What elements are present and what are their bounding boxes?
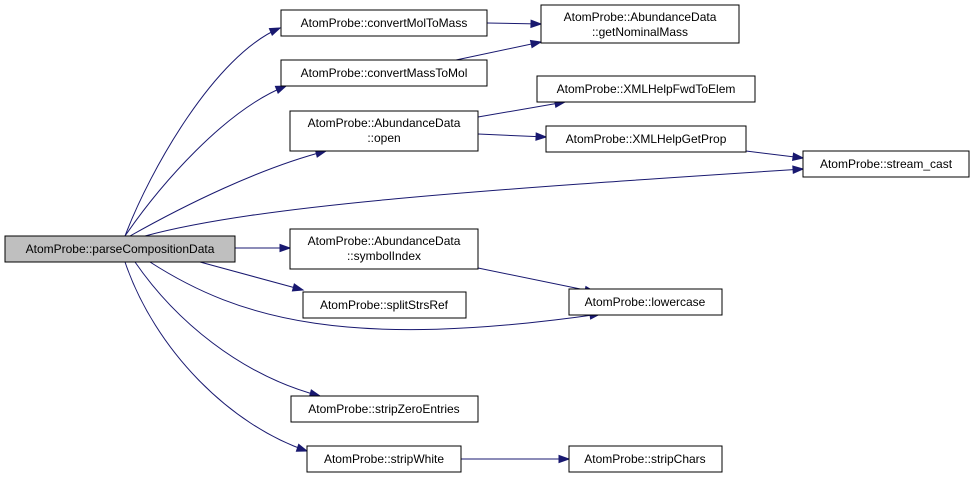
edges-layer (124, 19, 805, 464)
node-label: AtomProbe::parseCompositionData (26, 242, 215, 256)
node-label: AtomProbe::convertMassToMol (301, 66, 468, 80)
node-label-line2: ::getNominalMass (592, 25, 688, 39)
node-abundance-open[interactable]: AtomProbe::AbundanceData ::open (289, 110, 479, 152)
node-label: AtomProbe::stripChars (584, 452, 705, 466)
node-box (4, 235, 236, 263)
node-label: AtomProbe::stream_cast (820, 157, 953, 171)
node-stream-cast[interactable]: AtomProbe::stream_cast (802, 150, 970, 178)
edge-line (124, 85, 287, 237)
node-split-strs-ref[interactable]: AtomProbe::splitStrsRef (302, 291, 467, 319)
arrowhead-icon (792, 152, 805, 162)
node-box (568, 445, 723, 473)
node-abundance-symbol-index[interactable]: AtomProbe::AbundanceData ::symbolIndex (289, 228, 479, 270)
edge-line (477, 101, 566, 118)
edge-line (144, 168, 804, 237)
arrowhead-icon (274, 85, 288, 94)
node-box (290, 395, 479, 423)
node-label: AtomProbe::XMLHelpGetProp (566, 132, 727, 146)
arrowhead-icon (295, 443, 309, 452)
node-lowercase[interactable]: AtomProbe::lowercase (568, 288, 723, 316)
node-box (568, 288, 723, 316)
node-box (280, 59, 488, 87)
arrowhead-icon (268, 27, 282, 37)
edge-parseCompositionData-to-stripWhite (124, 261, 309, 452)
node-convert-mol-to-mass[interactable]: AtomProbe::convertMolToMass (280, 9, 488, 37)
edge-line (134, 261, 321, 397)
node-box (289, 228, 479, 270)
node-label-line2: ::open (367, 131, 400, 145)
edge-open-to-xmlHelpGetProp (477, 132, 548, 141)
node-label: AtomProbe::lowercase (585, 295, 706, 309)
edge-line (199, 261, 304, 291)
node-xml-help-fwd-to-elem[interactable]: AtomProbe::XMLHelpFwdToElem (536, 75, 756, 103)
node-box (280, 9, 488, 37)
node-label: AtomProbe::stripZeroEntries (308, 402, 459, 416)
node-label-line1: AtomProbe::AbundanceData (564, 10, 717, 24)
edge-line (149, 261, 601, 331)
edge-parseCompositionData-to-stripZeroEntries (134, 261, 322, 398)
node-box (536, 75, 756, 103)
arrowhead-icon (792, 165, 805, 174)
edge-convertMassToMol-to-getNominalMass (455, 39, 543, 61)
node-strip-chars[interactable]: AtomProbe::stripChars (568, 445, 723, 473)
node-box (306, 445, 462, 473)
arrowhead-icon (291, 283, 305, 292)
edge-parseCompositionData-to-streamCast (144, 165, 805, 237)
edge-parseCompositionData-to-splitStrsRef (199, 261, 305, 292)
node-xml-help-get-prop[interactable]: AtomProbe::XMLHelpGetProp (545, 125, 747, 153)
node-convert-mass-to-mol[interactable]: AtomProbe::convertMassToMol (280, 59, 488, 87)
node-label-line1: AtomProbe::AbundanceData (308, 116, 461, 130)
arrowhead-icon (529, 39, 543, 49)
nodes-layer: AtomProbe::parseCompositionData AtomProb… (4, 4, 970, 473)
node-box (802, 150, 970, 178)
edge-convertMolToMass-to-getNominalMass (486, 19, 543, 29)
node-box (302, 291, 467, 319)
edge-line (477, 267, 596, 293)
node-label-line2: ::symbolIndex (347, 249, 421, 263)
node-box (289, 110, 479, 152)
node-box (540, 4, 740, 44)
node-strip-white[interactable]: AtomProbe::stripWhite (306, 445, 462, 473)
arrowhead-icon (279, 243, 292, 253)
edge-line (124, 261, 308, 452)
node-label: AtomProbe::splitStrsRef (320, 298, 449, 312)
arrowhead-icon (558, 454, 571, 464)
node-label-line1: AtomProbe::AbundanceData (308, 234, 461, 248)
arrowhead-icon (535, 132, 548, 141)
node-label: AtomProbe::stripWhite (324, 452, 444, 466)
node-label: AtomProbe::XMLHelpFwdToElem (557, 82, 736, 96)
node-get-nominal-mass[interactable]: AtomProbe::AbundanceData ::getNominalMas… (540, 4, 740, 44)
node-label: AtomProbe::convertMolToMass (301, 16, 468, 30)
node-strip-zero-entries[interactable]: AtomProbe::stripZeroEntries (290, 395, 479, 423)
edge-parseCompositionData-to-symbolIndex (235, 243, 292, 253)
edge-line (129, 150, 327, 237)
edge-line (477, 133, 547, 138)
node-parse-composition-data[interactable]: AtomProbe::parseCompositionData (4, 235, 236, 263)
edge-line (124, 27, 281, 237)
edge-xmlHelpGetProp-to-streamCast (745, 150, 805, 162)
edge-stripWhite-to-stripChars (461, 454, 571, 464)
edge-line (455, 41, 542, 61)
node-box (545, 125, 747, 153)
arrowhead-icon (530, 19, 543, 29)
edge-open-to-xmlHelpFwdToElem (477, 99, 567, 118)
edge-parseCompositionData-to-convertMolToMass (124, 27, 282, 237)
